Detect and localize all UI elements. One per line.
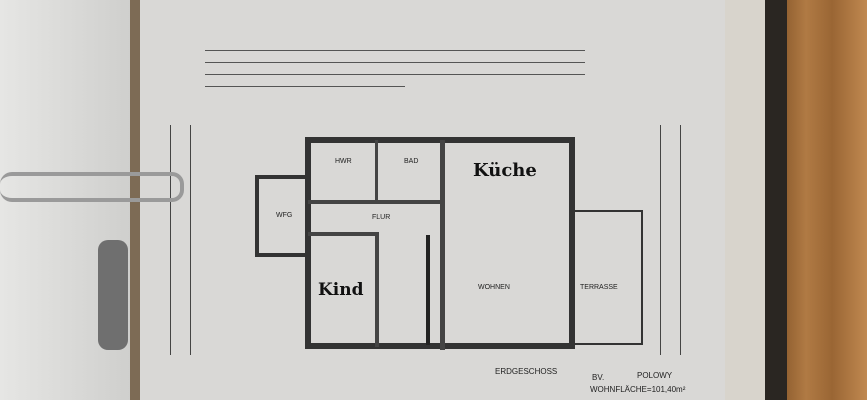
room-label-bad: BAD — [404, 158, 419, 165]
interior-wall — [375, 232, 379, 347]
dimension-line — [205, 50, 585, 51]
terrace-outline — [573, 210, 643, 345]
floor-plan-sheet: Küche Kind HWR BAD FLUR WFG WOHNEN TERRA… — [140, 0, 725, 400]
dimension-line — [205, 74, 585, 75]
dimension-line — [205, 62, 585, 63]
room-label-hwr: HWR — [335, 158, 352, 165]
binder-edge — [765, 0, 787, 400]
wooden-table — [780, 0, 867, 400]
interior-wall — [308, 232, 378, 236]
interior-wall — [426, 235, 430, 345]
binder-cover — [720, 0, 768, 400]
room-label-kind: Kind — [318, 280, 364, 300]
binder-ring — [0, 172, 184, 202]
dimension-line — [660, 125, 661, 355]
dimension-line — [205, 86, 405, 87]
interior-wall — [375, 140, 378, 202]
room-label-flur: FLUR — [372, 214, 391, 221]
floor-title: ERDGESCHOSS — [495, 367, 558, 376]
room-label-wfg: WFG — [276, 212, 293, 219]
binder-mechanism — [98, 240, 128, 350]
room-label-kueche: Küche — [473, 160, 537, 181]
dimension-line — [680, 125, 681, 355]
project-prefix: BV. — [592, 373, 605, 382]
dimension-line — [190, 125, 191, 355]
living-area: WOHNFLÄCHE=101,40m² — [590, 385, 686, 394]
room-label-wohnen: WOHNEN — [478, 284, 510, 291]
interior-wall — [308, 200, 443, 204]
interior-wall — [440, 140, 445, 350]
dimension-line — [170, 125, 171, 355]
project-name: POLOWY — [637, 371, 673, 380]
entrance-wall — [255, 175, 310, 257]
room-label-terrasse: TERRASSE — [580, 284, 618, 291]
